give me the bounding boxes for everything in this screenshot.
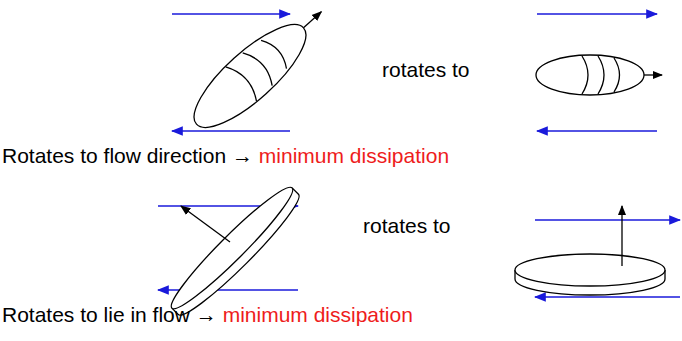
rod-particle-aligned xyxy=(536,55,662,95)
flow-arrow xyxy=(172,130,290,132)
disk-particle-aligned xyxy=(515,206,665,295)
disk-particle-tilted xyxy=(163,179,307,323)
flow-arrow xyxy=(537,130,657,132)
highlight-text: minimum dissipation xyxy=(259,144,449,168)
statement-text: Rotates to lie in flow → xyxy=(2,303,217,327)
transition-text: rotates to xyxy=(363,214,451,238)
flow-arrow xyxy=(537,13,657,15)
flow-arrow xyxy=(535,219,680,221)
flow-arrow xyxy=(172,13,290,15)
flow-arrow xyxy=(535,296,680,298)
transition-text: rotates to xyxy=(382,58,470,82)
rod-particle-tilted xyxy=(180,0,337,142)
highlight-text: minimum dissipation xyxy=(223,303,413,327)
statement-text: Rotates to flow direction → xyxy=(2,144,253,168)
